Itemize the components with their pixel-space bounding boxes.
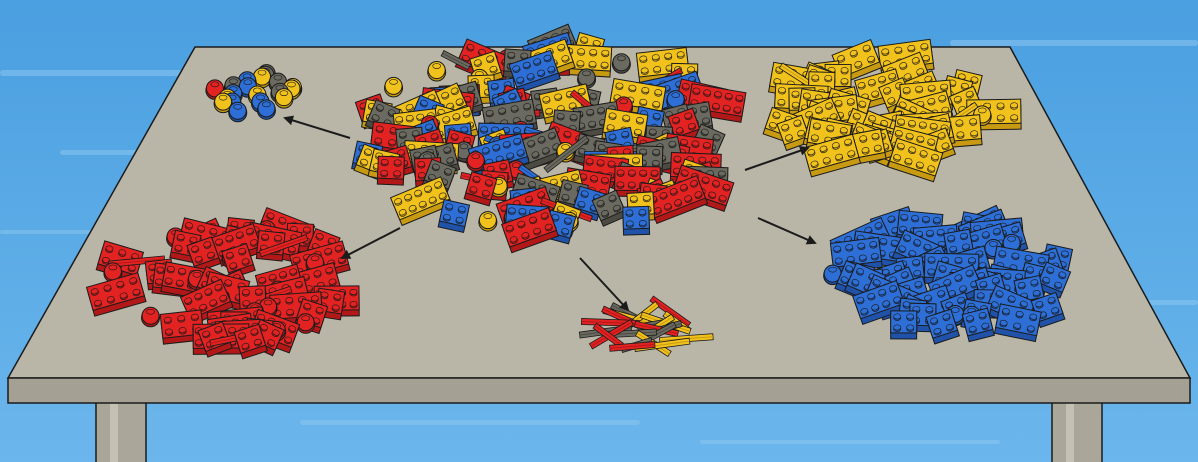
sorting-arrows xyxy=(283,115,817,312)
arrow-to-blue-pile xyxy=(757,217,817,245)
blue-brick xyxy=(829,236,883,274)
arrow-to-red-pile xyxy=(340,227,401,259)
gray-axle xyxy=(543,134,590,174)
blue-brick xyxy=(961,307,995,343)
blue-round-stud xyxy=(228,101,248,123)
red-brick-pile xyxy=(85,206,360,360)
yellow-brick xyxy=(802,133,862,178)
red-brick xyxy=(85,272,147,317)
red-brick xyxy=(501,207,560,254)
red-axle xyxy=(609,341,656,352)
round-studs-pile xyxy=(205,64,303,123)
gray-round-stud xyxy=(611,53,631,74)
red-round-stud xyxy=(141,306,161,328)
yellow-round-stud xyxy=(427,61,447,82)
blue-brick xyxy=(622,205,651,236)
red-round-stud xyxy=(466,151,486,172)
red-brick xyxy=(645,174,709,225)
blue-brick xyxy=(925,308,961,345)
yellow-brick xyxy=(389,176,453,227)
arrow-to-yellow-pile xyxy=(744,145,810,171)
red-axle xyxy=(258,234,309,258)
yellow-round-stud xyxy=(213,92,233,114)
red-brick xyxy=(233,323,269,360)
red-brick xyxy=(186,236,222,273)
blue-round-stud xyxy=(823,264,843,286)
yellow-brick-pile xyxy=(762,38,1022,183)
blue-brick-pile xyxy=(823,204,1074,345)
blue-brick xyxy=(437,198,471,234)
yellow-round-stud xyxy=(478,211,498,232)
blue-brick xyxy=(1035,261,1072,299)
red-brick xyxy=(221,243,256,280)
mixed-brick-pile xyxy=(351,23,747,254)
yellow-round-stud xyxy=(274,88,294,109)
red-brick xyxy=(376,155,405,186)
blue-brick xyxy=(852,280,908,326)
brick-piles xyxy=(85,23,1074,360)
arrow-to-round-studs xyxy=(283,115,351,139)
red-round-stud xyxy=(296,313,316,334)
gray-brick xyxy=(591,189,628,227)
gray-axle xyxy=(440,49,472,71)
blue-round-stud xyxy=(256,99,276,120)
blue-brick xyxy=(993,303,1042,343)
axle-rods-pile xyxy=(578,295,714,358)
blue-brick xyxy=(890,310,918,340)
blue-brick xyxy=(508,49,561,94)
yellow-brick xyxy=(887,137,944,183)
arrow-to-axles xyxy=(579,257,630,312)
red-brick xyxy=(463,171,498,207)
gray-brick xyxy=(421,158,457,196)
yellow-round-stud xyxy=(384,76,404,98)
